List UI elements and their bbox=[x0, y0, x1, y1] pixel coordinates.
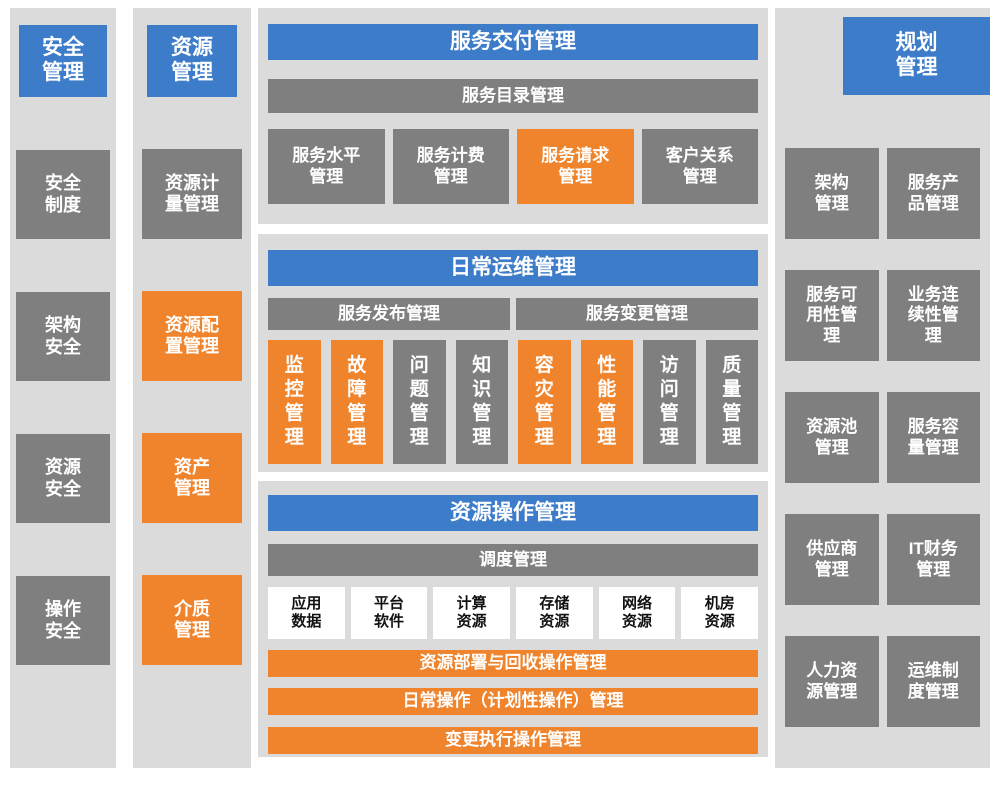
planning-item-business-continuity: 业务连 续性管 理 bbox=[886, 270, 980, 361]
daily-ops-items: 监 控 管 理 故 障 管 理 问 题 管 理 知 识 管 理 容 灾 管 理 … bbox=[268, 340, 758, 464]
planning-item-service-product: 服务产 品管理 bbox=[886, 148, 980, 239]
ops-item-performance: 性 能 管 理 bbox=[580, 340, 633, 464]
planning-item-service-availability: 服务可 用性管 理 bbox=[785, 270, 879, 361]
ops-item-access: 访 问 管 理 bbox=[643, 340, 696, 464]
resource-platform-software: 平台 软件 bbox=[350, 587, 428, 639]
service-catalog-bar: 服务目录管理 bbox=[268, 79, 758, 113]
resource-storage: 存储 资源 bbox=[516, 587, 593, 639]
delivery-item-service-level: 服务水平 管理 bbox=[268, 129, 385, 204]
security-item-operation: 操作 安全 bbox=[16, 576, 110, 665]
resource-datacenter: 机房 资源 bbox=[681, 587, 759, 639]
service-change-bar: 服务变更管理 bbox=[516, 298, 758, 330]
resource-network: 网络 资源 bbox=[598, 587, 676, 639]
security-column: 安全 管理 安全 制度 架构 安全 资源 安全 操作 安全 bbox=[10, 8, 116, 768]
daily-ops-panel: 日常运维管理 服务发布管理 服务变更管理 监 控 管 理 故 障 管 理 问 题… bbox=[258, 234, 768, 472]
daily-ops-title: 日常运维管理 bbox=[268, 250, 758, 286]
ops-item-quality: 质 量 管 理 bbox=[705, 340, 758, 464]
resource-item-metering: 资源计 量管理 bbox=[142, 149, 242, 239]
security-item-resource: 资源 安全 bbox=[16, 434, 110, 523]
scheduling-bar: 调度管理 bbox=[268, 544, 758, 576]
resource-column: 资源 管理 资源计 量管理 资源配 置管理 资产 管理 介质 管理 bbox=[133, 8, 251, 768]
planning-item-architecture: 架构 管理 bbox=[785, 148, 879, 239]
ops-item-knowledge: 知 识 管 理 bbox=[455, 340, 508, 464]
resource-header: 资源 管理 bbox=[147, 25, 237, 97]
planning-item-service-capacity: 服务容 量管理 bbox=[886, 392, 980, 483]
security-item-policy: 安全 制度 bbox=[16, 150, 110, 239]
planning-item-human-resource: 人力资 源管理 bbox=[785, 636, 879, 727]
planning-grid: 架构 管理 服务产 品管理 服务可 用性管 理 业务连 续性管 理 资源池 管理… bbox=[775, 95, 990, 727]
daily-ops-bars: 服务发布管理 服务变更管理 bbox=[268, 298, 758, 330]
resource-item-media: 介质 管理 bbox=[142, 575, 242, 665]
service-delivery-panel: 服务交付管理 服务目录管理 服务水平 管理 服务计费 管理 服务请求 管理 客户… bbox=[258, 8, 768, 224]
planning-item-resource-pool: 资源池 管理 bbox=[785, 392, 879, 483]
planning-header: 规划 管理 bbox=[843, 17, 990, 95]
change-execution-bar: 变更执行操作管理 bbox=[268, 727, 758, 754]
resource-item-configuration: 资源配 置管理 bbox=[142, 291, 242, 381]
resource-ops-panel: 资源操作管理 调度管理 应用 数据 平台 软件 计算 资源 存储 资源 网络 资… bbox=[258, 481, 768, 757]
daily-planned-operation-bar: 日常操作（计划性操作）管理 bbox=[268, 688, 758, 715]
planning-item-ops-regulation: 运维制 度管理 bbox=[886, 636, 980, 727]
resource-item-asset: 资产 管理 bbox=[142, 433, 242, 523]
planning-column: 规划 管理 架构 管理 服务产 品管理 服务可 用性管 理 业务连 续性管 理 … bbox=[775, 8, 990, 768]
service-delivery-items: 服务水平 管理 服务计费 管理 服务请求 管理 客户关系 管理 bbox=[268, 129, 758, 204]
resource-type-row: 应用 数据 平台 软件 计算 资源 存储 资源 网络 资源 机房 资源 bbox=[268, 587, 759, 639]
ops-item-monitoring: 监 控 管 理 bbox=[268, 340, 321, 464]
resource-compute: 计算 资源 bbox=[433, 587, 511, 639]
service-delivery-title: 服务交付管理 bbox=[268, 24, 758, 60]
service-release-bar: 服务发布管理 bbox=[268, 298, 510, 330]
ops-item-problem: 问 题 管 理 bbox=[393, 340, 446, 464]
security-item-architecture: 架构 安全 bbox=[16, 292, 110, 381]
resource-app-data: 应用 数据 bbox=[268, 587, 345, 639]
deploy-recycle-bar: 资源部署与回收操作管理 bbox=[268, 650, 758, 677]
resource-ops-title: 资源操作管理 bbox=[268, 495, 758, 531]
delivery-item-service-request: 服务请求 管理 bbox=[517, 129, 634, 204]
planning-item-it-finance: IT财务 管理 bbox=[886, 514, 980, 605]
security-header: 安全 管理 bbox=[19, 25, 107, 97]
ops-item-fault: 故 障 管 理 bbox=[330, 340, 383, 464]
delivery-item-billing: 服务计费 管理 bbox=[392, 129, 509, 204]
planning-item-supplier: 供应商 管理 bbox=[785, 514, 879, 605]
ops-item-disaster-recovery: 容 灾 管 理 bbox=[518, 340, 571, 464]
delivery-item-customer-relation: 客户关系 管理 bbox=[641, 129, 758, 204]
